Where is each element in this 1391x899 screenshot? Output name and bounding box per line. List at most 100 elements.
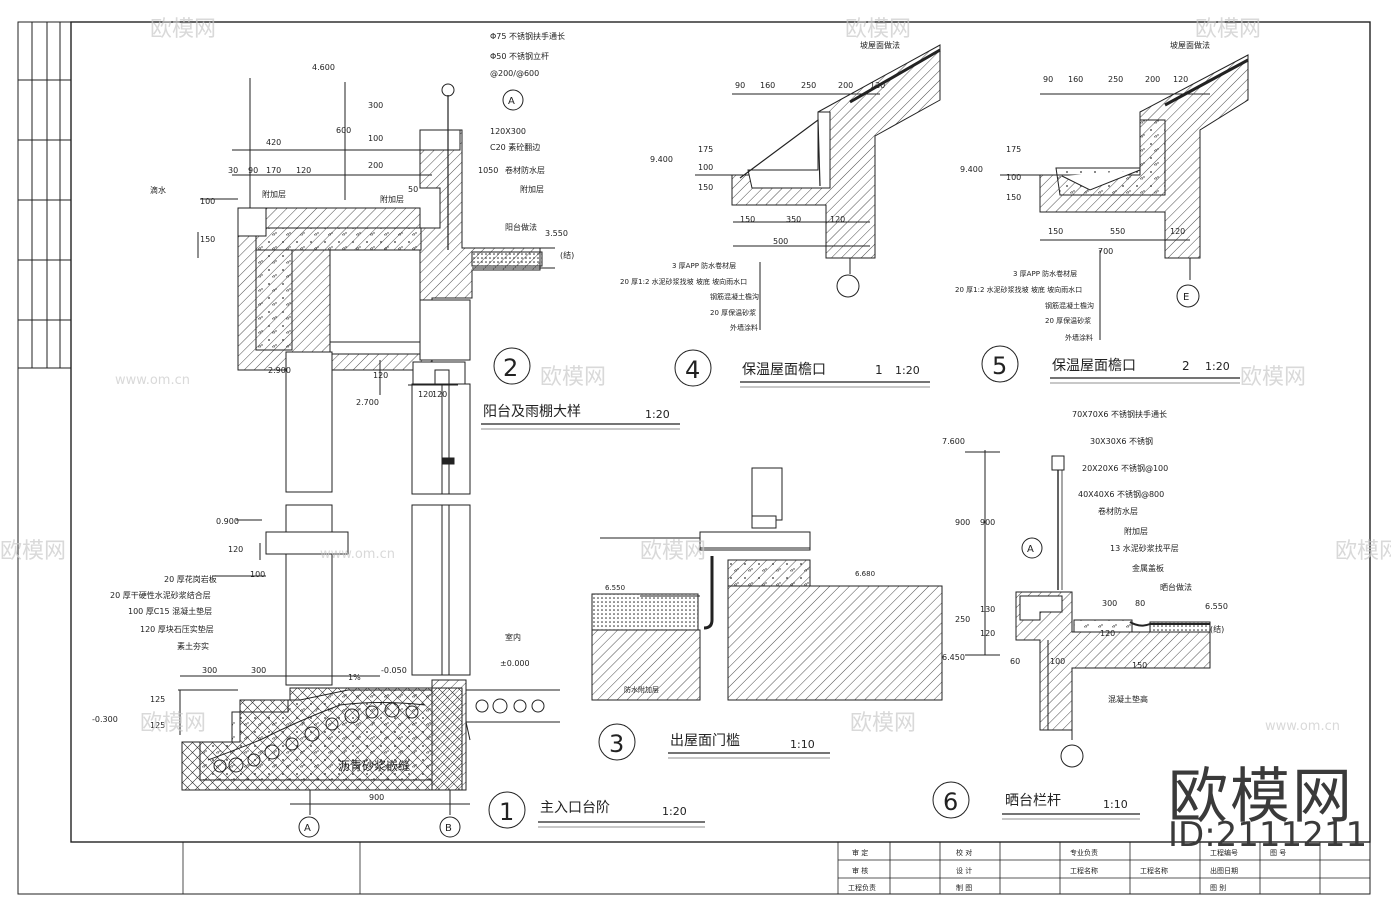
label: 金属盖板 <box>1132 563 1164 573</box>
watermark-brand: 欧模网 <box>0 539 66 564</box>
label: 混凝土垫高 <box>1108 694 1148 704</box>
dim: 600 <box>336 126 351 135</box>
elev: 2.900 <box>268 366 291 375</box>
detail-scale: 1:20 <box>895 364 920 377</box>
dim: 120 <box>1173 75 1188 84</box>
dim: 500 <box>773 237 788 246</box>
elev: 0.900 <box>216 517 239 526</box>
detail-number: 1 <box>499 798 514 826</box>
tb-cell: 专业负责 <box>1070 848 1098 857</box>
dim: 160 <box>1068 75 1083 84</box>
label: 晒台做法 <box>1160 582 1192 592</box>
detail-4-text: 坡屋面做法 90 160 250 200 120 175 100 150 150… <box>620 40 900 332</box>
dim: 100 <box>200 197 215 206</box>
watermark-site: www.om.cn <box>115 373 190 388</box>
layer-label: 20 厚花岗岩板 <box>164 574 217 584</box>
dim: 120 <box>870 81 885 90</box>
dim: 900 <box>980 518 995 527</box>
tb-cell: 审 核 <box>852 866 868 875</box>
axis-label: E <box>1183 292 1189 303</box>
elev: 6.550 <box>605 584 625 592</box>
slope: 1% <box>348 673 361 682</box>
label: 120X300 <box>490 127 526 136</box>
dim: 900 <box>955 518 970 527</box>
detail-3-tag: 3 出屋面门槛 1:10 <box>598 723 830 761</box>
dim: 80 <box>1135 599 1145 608</box>
dim: 250 <box>1108 75 1123 84</box>
detail-title: 保温屋面檐口 <box>1052 358 1136 374</box>
label: Φ75 不锈钢扶手通长 <box>490 31 565 41</box>
dim: 550 <box>1110 227 1125 236</box>
dim: 200 <box>838 81 853 90</box>
label: 20X20X6 不锈钢@100 <box>1082 463 1168 473</box>
elev: 2.700 <box>356 398 379 407</box>
detail-4-tag: 4 保温屋面檐口 1 1:20 <box>674 349 930 388</box>
title-block <box>71 841 1370 894</box>
watermark-brand: 欧模网 <box>850 711 916 736</box>
layer: 外墙涂料 <box>1065 333 1093 342</box>
axis-label: B <box>445 823 452 834</box>
layer-label: 20 厚干硬性水泥砂浆结合层 <box>110 590 211 600</box>
detail-subnum: 1 <box>875 363 883 377</box>
watermark-brand: 欧模网 <box>1195 17 1261 42</box>
detail-1-tag: A B 1 主入口台阶 1:20 <box>298 791 705 838</box>
axis-label: A <box>508 96 515 107</box>
room-label: 室内 <box>505 632 521 642</box>
dim: 150 <box>1048 227 1063 236</box>
layer: 20 厚保温砂浆 <box>710 308 756 317</box>
detail-number: 5 <box>992 352 1007 380</box>
label: @200/@600 <box>490 69 539 78</box>
detail-5-tag: 5 保温屋面檐口 2 1:20 <box>981 345 1240 384</box>
tb-cell: 工程负责 <box>848 883 876 892</box>
brand-watermark: 欧模网 <box>1168 762 1354 832</box>
elev: 6.550 <box>1205 602 1228 611</box>
dim: 100 <box>1050 657 1065 666</box>
dim: 100 <box>698 163 713 172</box>
label: 70X70X6 不锈钢扶手通长 <box>1072 409 1167 419</box>
dim: 300 <box>202 666 217 675</box>
dim: 175 <box>698 145 713 154</box>
layer: 外墙涂料 <box>730 323 758 332</box>
elev: -0.050 <box>381 666 407 675</box>
dim: 120 <box>1100 629 1115 638</box>
label: Φ50 不锈钢立杆 <box>490 51 549 61</box>
detail-6-drawing <box>965 450 1211 768</box>
detail-title: 出屋面门槛 <box>670 733 740 749</box>
dim: 200 <box>1145 75 1160 84</box>
note: (结) <box>560 250 574 260</box>
dim: 90 <box>735 81 745 90</box>
dim: 175 <box>1006 145 1021 154</box>
dim: 120 <box>296 166 311 175</box>
detail-subnum: 2 <box>1182 359 1190 373</box>
dim: 420 <box>266 138 281 147</box>
dim: 200 <box>368 161 383 170</box>
elev: 7.600 <box>942 437 965 446</box>
dim: 120 <box>1170 227 1185 236</box>
elev: 9.400 <box>650 155 673 164</box>
elev: -0.300 <box>92 715 118 724</box>
label: 卷材防水层 <box>505 165 545 175</box>
dim: 1050 <box>478 166 498 175</box>
label: 13 水泥砂浆找平层 <box>1110 543 1179 553</box>
dim: 150 <box>740 215 755 224</box>
label: 附加层 <box>262 189 286 199</box>
detail-number: 4 <box>685 356 700 384</box>
watermark-brand: 欧模网 <box>845 17 911 42</box>
detail-6-text: 70X70X6 不锈钢扶手通长 30X30X6 不锈钢 20X20X6 不锈钢@… <box>942 409 1228 704</box>
axis-label: A <box>304 823 311 834</box>
label: 阳台做法 <box>505 222 537 232</box>
tb-cell: 设 计 <box>956 866 972 875</box>
dim: 100 <box>250 570 265 579</box>
label: 滴水 <box>150 185 166 195</box>
layer: 钢筋混凝土檐沟 <box>1045 301 1094 310</box>
note: (结) <box>1210 624 1224 634</box>
dim: 90 <box>1043 75 1053 84</box>
detail-scale: 1:10 <box>1103 798 1128 811</box>
label: C20 素砼翻边 <box>490 142 540 152</box>
note: 防水附加层 <box>624 685 659 694</box>
tb-cell: 工程名称 <box>1140 866 1168 875</box>
layer: 20 厚1:2 水泥砂浆找坡 坡底 坡向雨水口 <box>955 285 1082 294</box>
gravel <box>213 698 545 773</box>
